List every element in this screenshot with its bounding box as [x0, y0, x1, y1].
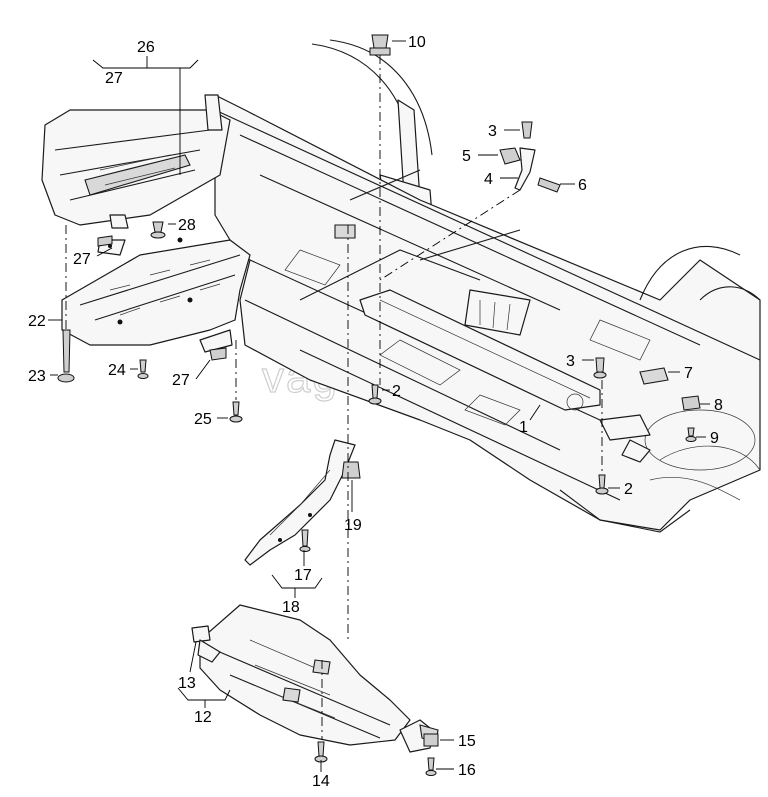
- hardware-fasteners: [57, 34, 701, 776]
- callout-18: 18: [282, 599, 300, 616]
- callout-25: 25: [194, 411, 212, 428]
- callout-15: 15: [458, 733, 476, 750]
- callout-3-lower: 3: [566, 353, 575, 370]
- callout-7: 7: [684, 365, 693, 382]
- vehicle-floor-body: [214, 39, 761, 533]
- assembly-lines: [65, 55, 603, 740]
- bolt-2b-icon: [598, 474, 606, 489]
- callout-6: 6: [578, 177, 587, 194]
- clip-10-icon: [371, 34, 389, 49]
- callout-14: 14: [312, 773, 330, 790]
- callout-labels: 10 3 5 4 6 26 27 28 27 22 23 24 27 25 2 …: [28, 34, 723, 790]
- callout-19: 19: [344, 517, 362, 534]
- bolt-3-lower-icon: [595, 357, 605, 373]
- bolt-14-icon: [317, 741, 325, 757]
- callout-28: 28: [178, 217, 196, 234]
- nut-15-icon: [423, 733, 439, 747]
- bolt-9-icon: [687, 427, 695, 437]
- front-underbody-guard: [61, 237, 251, 353]
- clip-27a-icon: [97, 235, 113, 247]
- bolt-23-icon: [62, 329, 71, 373]
- bolt-24-icon: [139, 359, 147, 373]
- callout-23: 23: [28, 368, 46, 385]
- callout-27-low: 27: [172, 372, 190, 389]
- callout-24: 24: [108, 362, 126, 379]
- callout-4: 4: [484, 171, 493, 188]
- bolt-25-icon: [232, 401, 240, 416]
- leader-lines: [48, 40, 710, 772]
- nut-5-icon: [499, 147, 521, 165]
- callout-5: 5: [462, 148, 471, 165]
- callout-1: 1: [519, 419, 528, 436]
- bolt-16-icon: [427, 757, 435, 771]
- pad-7-icon: [639, 367, 669, 385]
- callout-13: 13: [178, 675, 196, 692]
- callout-3-top: 3: [488, 123, 497, 140]
- callout-12: 12: [194, 709, 212, 726]
- nut-19-icon: [341, 461, 361, 479]
- heat-shield-bracket: [244, 439, 356, 566]
- bolt-17-icon: [301, 529, 309, 547]
- bolt-3-top-icon: [521, 121, 533, 139]
- front-structure: [41, 94, 231, 256]
- callout-10: 10: [408, 34, 426, 51]
- callout-9: 9: [710, 430, 719, 447]
- callout-27-mid: 27: [73, 251, 91, 268]
- callout-27-top: 27: [105, 70, 123, 87]
- callout-16: 16: [458, 762, 476, 779]
- callout-26: 26: [137, 39, 155, 56]
- bolt-28-icon: [152, 221, 164, 233]
- callout-22: 22: [28, 313, 46, 330]
- callout-2-left: 2: [392, 383, 401, 400]
- callout-2-right: 2: [624, 481, 633, 498]
- clip-27b-icon: [209, 347, 227, 361]
- callout-17: 17: [294, 567, 312, 584]
- rear-underbody-guard: [191, 604, 439, 753]
- callout-8: 8: [714, 397, 723, 414]
- bolt-6-icon: [537, 177, 561, 193]
- clip-8-icon: [681, 395, 701, 411]
- bolt-2a-icon: [371, 384, 379, 399]
